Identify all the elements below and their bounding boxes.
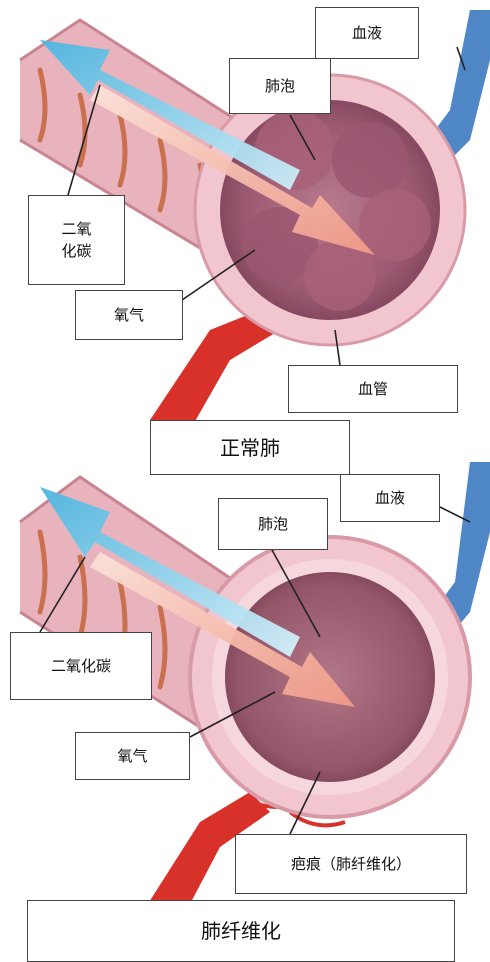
- oxygen-label: 氧气: [75, 732, 190, 780]
- oxygen-label: 氧气: [75, 290, 183, 340]
- vessel-label: 血管: [288, 365, 458, 413]
- co2-label: 二氧化碳: [10, 632, 152, 700]
- blood-label: 血液: [315, 7, 419, 59]
- alveolus-label: 肺泡: [218, 498, 328, 550]
- alveolus-label: 肺泡: [229, 58, 331, 114]
- scar-label: 疤痕（肺纤维化）: [235, 834, 467, 894]
- co2-label: 二氧 化碳: [28, 195, 125, 285]
- blood-label: 血液: [340, 474, 440, 522]
- fibrosis-caption: 肺纤维化: [27, 900, 455, 962]
- fibrosis-lung-panel: 血液 肺泡 二氧化碳 氧气 疤痕（肺纤维化） 肺纤维化: [0, 462, 490, 962]
- normal-lung-panel: 血液 肺泡 二氧 化碳 氧气 血管 正常肺: [0, 0, 490, 480]
